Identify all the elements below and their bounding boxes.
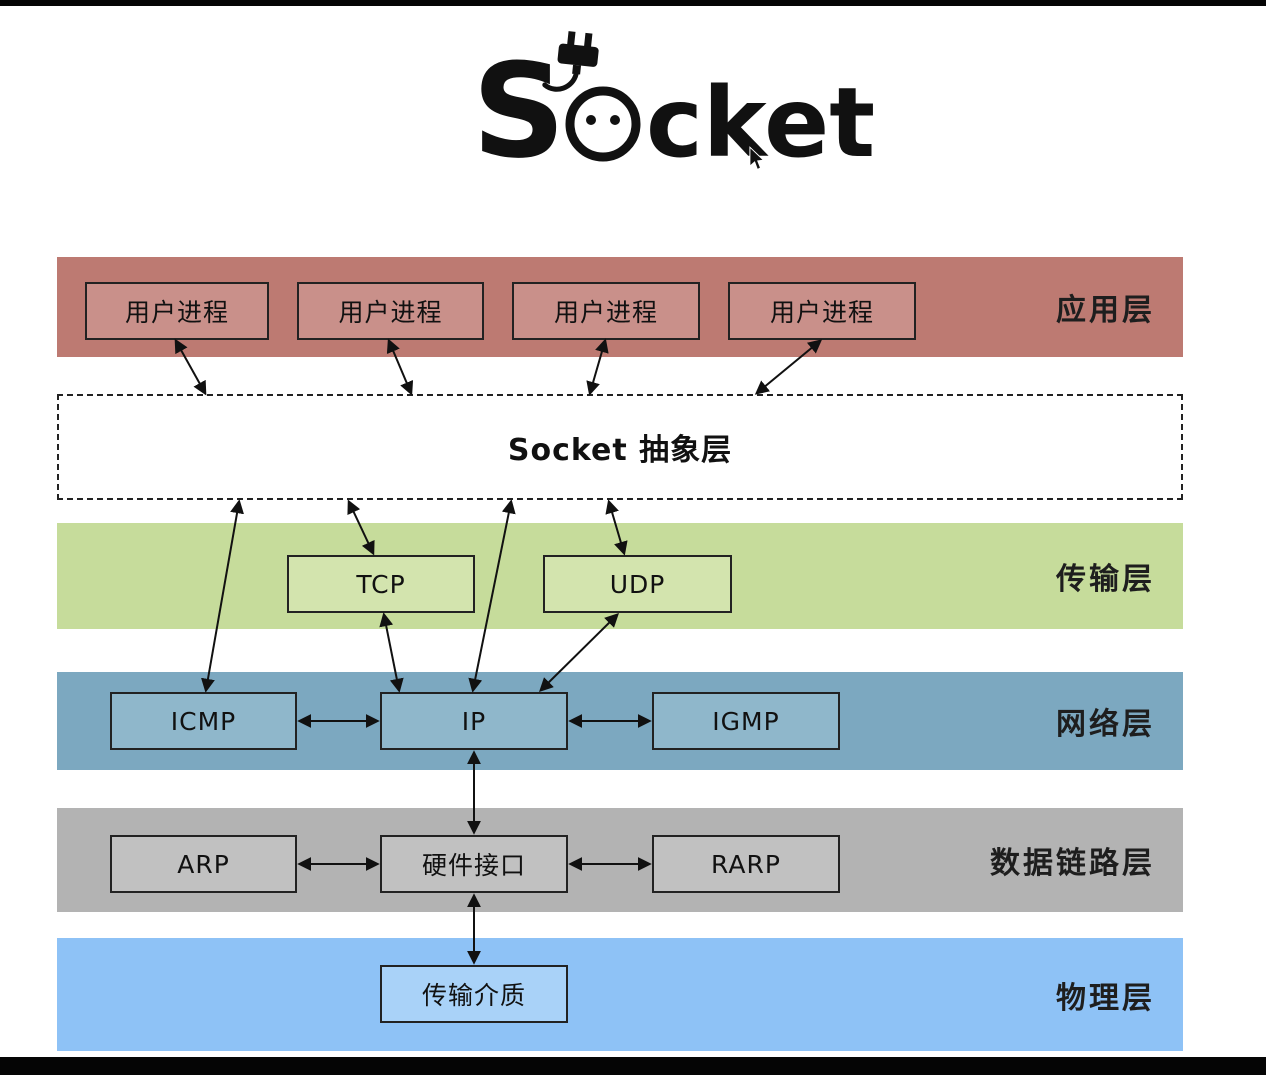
plug-icon: [542, 31, 599, 92]
outlet-icon: [565, 86, 641, 162]
icmp-label: ICMP: [170, 706, 237, 736]
layer-network: ICMP IP IGMP 网络层: [57, 672, 1183, 770]
layer-socket-abstraction: Socket 抽象层: [57, 394, 1183, 500]
igmp-box: IGMP: [652, 692, 840, 750]
layer-label-datalink: 数据链路层: [990, 846, 1155, 881]
user-process-box-4: 用户进程: [728, 282, 916, 340]
frame-bottom-edge: [0, 1057, 1266, 1075]
socket-logo: S cket: [468, 28, 888, 187]
icmp-box: ICMP: [110, 692, 297, 750]
hw-interface-box: 硬件接口: [380, 835, 568, 893]
rarp-box: RARP: [652, 835, 840, 893]
user-process-box-2: 用户进程: [297, 282, 484, 340]
user-process-label: 用户进程: [769, 298, 874, 327]
arp-box: ARP: [110, 835, 297, 893]
layer-label-transport: 传输层: [1056, 562, 1155, 597]
transmission-medium-label: 传输介质: [421, 981, 526, 1010]
socket-layer-title: Socket 抽象层: [507, 433, 733, 468]
layer-label-application: 应用层: [1056, 293, 1155, 328]
user-process-label: 用户进程: [124, 298, 229, 327]
hw-interface-label: 硬件接口: [421, 851, 526, 880]
tcp-box: TCP: [287, 555, 475, 613]
layer-label-network: 网络层: [1056, 707, 1155, 742]
layer-datalink: ARP 硬件接口 RARP 数据链路层: [57, 808, 1183, 912]
arp-label: ARP: [177, 849, 230, 879]
rarp-label: RARP: [711, 849, 781, 879]
layer-application: 用户进程 用户进程 用户进程 用户进程 应用层: [57, 257, 1183, 357]
udp-label: UDP: [609, 569, 666, 599]
tcp-label: TCP: [356, 569, 406, 599]
igmp-label: IGMP: [712, 706, 780, 736]
user-process-box-3: 用户进程: [512, 282, 700, 340]
user-process-label: 用户进程: [338, 298, 443, 327]
logo-letter-s: S: [472, 35, 566, 178]
layer-label-physical: 物理层: [1056, 980, 1155, 1016]
udp-box: UDP: [543, 555, 732, 613]
transmission-medium-box: 传输介质: [380, 965, 568, 1023]
ip-label: IP: [461, 706, 487, 736]
layer-transport: TCP UDP 传输层: [57, 523, 1183, 629]
socket-logo-graphic: S cket: [472, 31, 875, 187]
user-process-box-1: 用户进程: [85, 282, 269, 340]
ip-box: IP: [380, 692, 568, 750]
mouse-cursor: [749, 146, 765, 171]
layer-physical: 传输介质 物理层: [57, 938, 1183, 1051]
user-process-label: 用户进程: [553, 298, 658, 327]
frame-top-edge: [0, 0, 1266, 6]
